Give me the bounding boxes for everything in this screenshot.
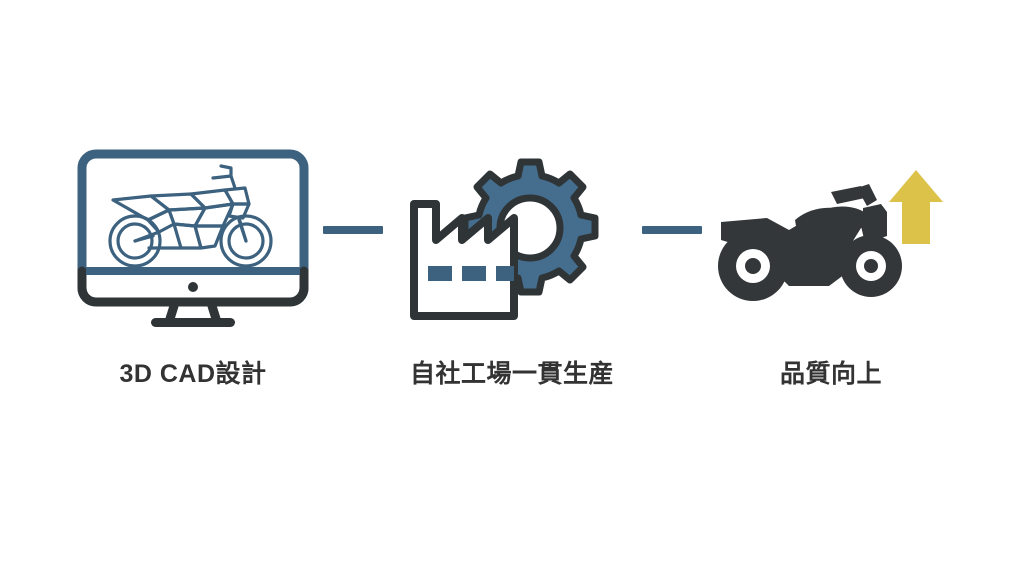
process-step-factory: 自社工場一貫生産 [385, 138, 640, 438]
desktop-monitor-wireframe-motorcycle-icon [77, 149, 309, 327]
factory-icon-container [385, 138, 640, 338]
process-step-3d-cad: 3D CAD設計 [66, 138, 321, 438]
connector-1 [321, 138, 385, 438]
step-label-factory: 自社工場一貫生産 [409, 360, 614, 388]
horizontal-line-icon [641, 226, 702, 234]
connector-2 [640, 138, 704, 438]
factory-gear-icon [410, 158, 599, 320]
monitor-icon-container [66, 138, 321, 338]
step-label-3d-cad: 3D CAD設計 [119, 360, 267, 388]
step-label-quality: 品質向上 [779, 360, 882, 388]
up-arrow-icon [889, 170, 943, 244]
motorcycle-icon-container [704, 138, 959, 338]
motorcycle-up-arrow-icon [718, 170, 943, 301]
horizontal-line-icon [322, 226, 383, 234]
process-step-quality: 品質向上 [704, 138, 959, 438]
